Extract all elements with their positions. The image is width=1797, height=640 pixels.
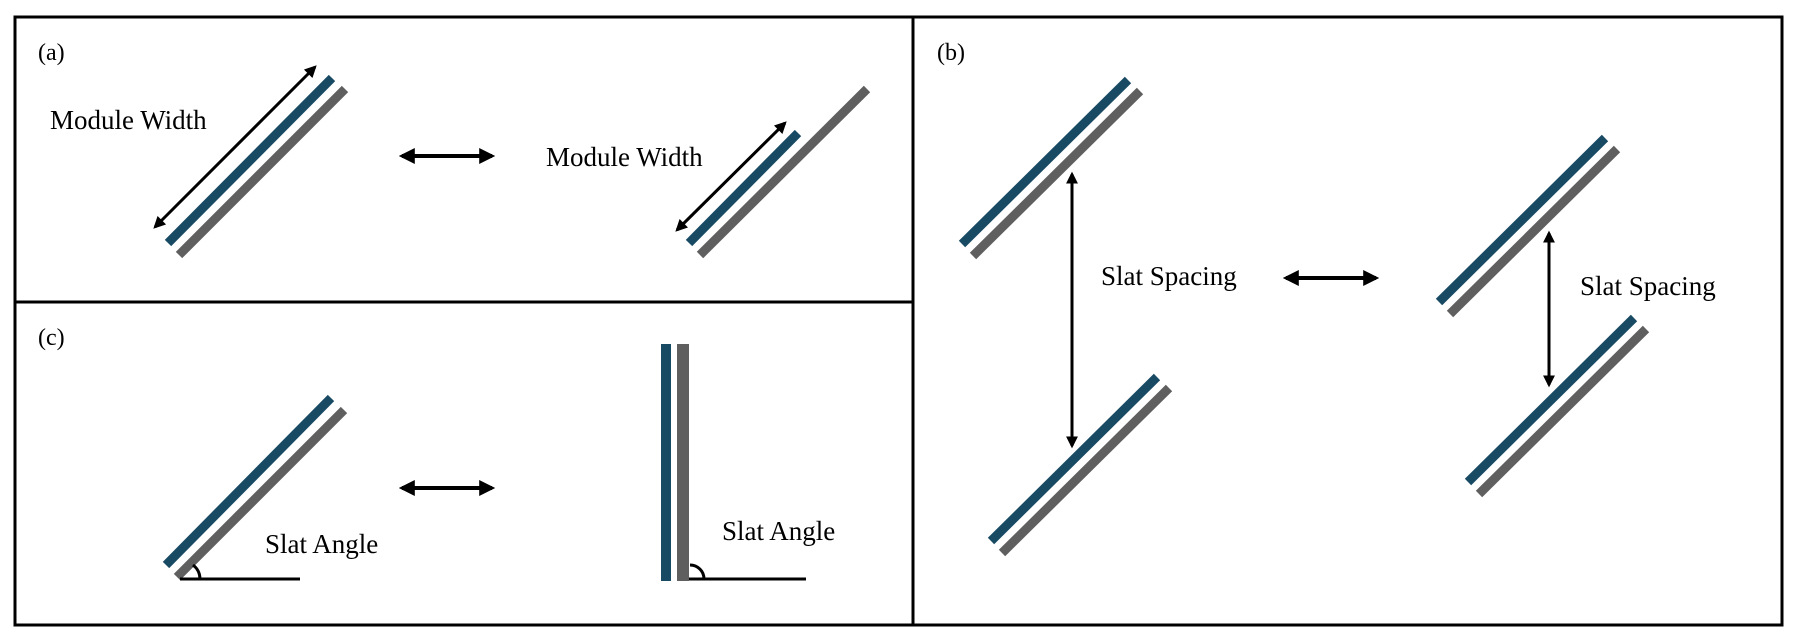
slat-b-left-top	[958, 76, 1144, 260]
module-gray-layer	[696, 85, 871, 259]
panel-b: (b) Slat Spacing Slat Spacing	[937, 40, 1716, 557]
panel-a-label: (a)	[38, 40, 65, 66]
module-gray-layer	[969, 87, 1144, 260]
angle-arc-right	[689, 563, 706, 580]
slat-b-right-bottom	[1464, 314, 1650, 498]
slat-angle-label-right: Slat Angle	[722, 516, 835, 546]
module-gray-layer	[173, 406, 348, 581]
panel-a: (a) Module Width Module Width	[38, 40, 871, 259]
module-width-label-left: Module Width	[50, 105, 207, 135]
module-c-right	[661, 344, 689, 581]
module-blue-layer	[685, 129, 802, 247]
module-gray-layer	[1475, 325, 1650, 498]
module-c-left	[162, 394, 348, 581]
module-blue-layer	[1464, 314, 1638, 486]
slat-b-left-bottom	[987, 373, 1173, 557]
panel-b-label: (b)	[937, 40, 965, 66]
module-width-arrow-left	[153, 65, 317, 229]
slat-b-right-top	[1435, 134, 1621, 318]
panel-c: (c) Slat Angle Slat Angle	[38, 325, 835, 581]
panel-c-label: (c)	[38, 325, 65, 351]
slat-angle-label-left: Slat Angle	[265, 529, 378, 559]
angle-arc-left	[191, 563, 202, 580]
slat-spacing-label-right: Slat Spacing	[1580, 271, 1716, 301]
module-width-arrow-right	[675, 121, 787, 232]
module-a-right	[685, 85, 871, 259]
module-gray-layer	[998, 384, 1173, 557]
module-blue-layer	[164, 74, 336, 247]
outer-frame	[13, 15, 1784, 627]
module-blue-layer	[162, 394, 335, 569]
module-blue-layer	[987, 373, 1161, 545]
slat-spacing-label-left: Slat Spacing	[1101, 261, 1237, 291]
module-blue-layer	[958, 76, 1132, 248]
module-width-label-right: Module Width	[546, 142, 703, 172]
module-gray-layer	[1446, 145, 1621, 318]
module-blue-layer	[1435, 134, 1609, 306]
